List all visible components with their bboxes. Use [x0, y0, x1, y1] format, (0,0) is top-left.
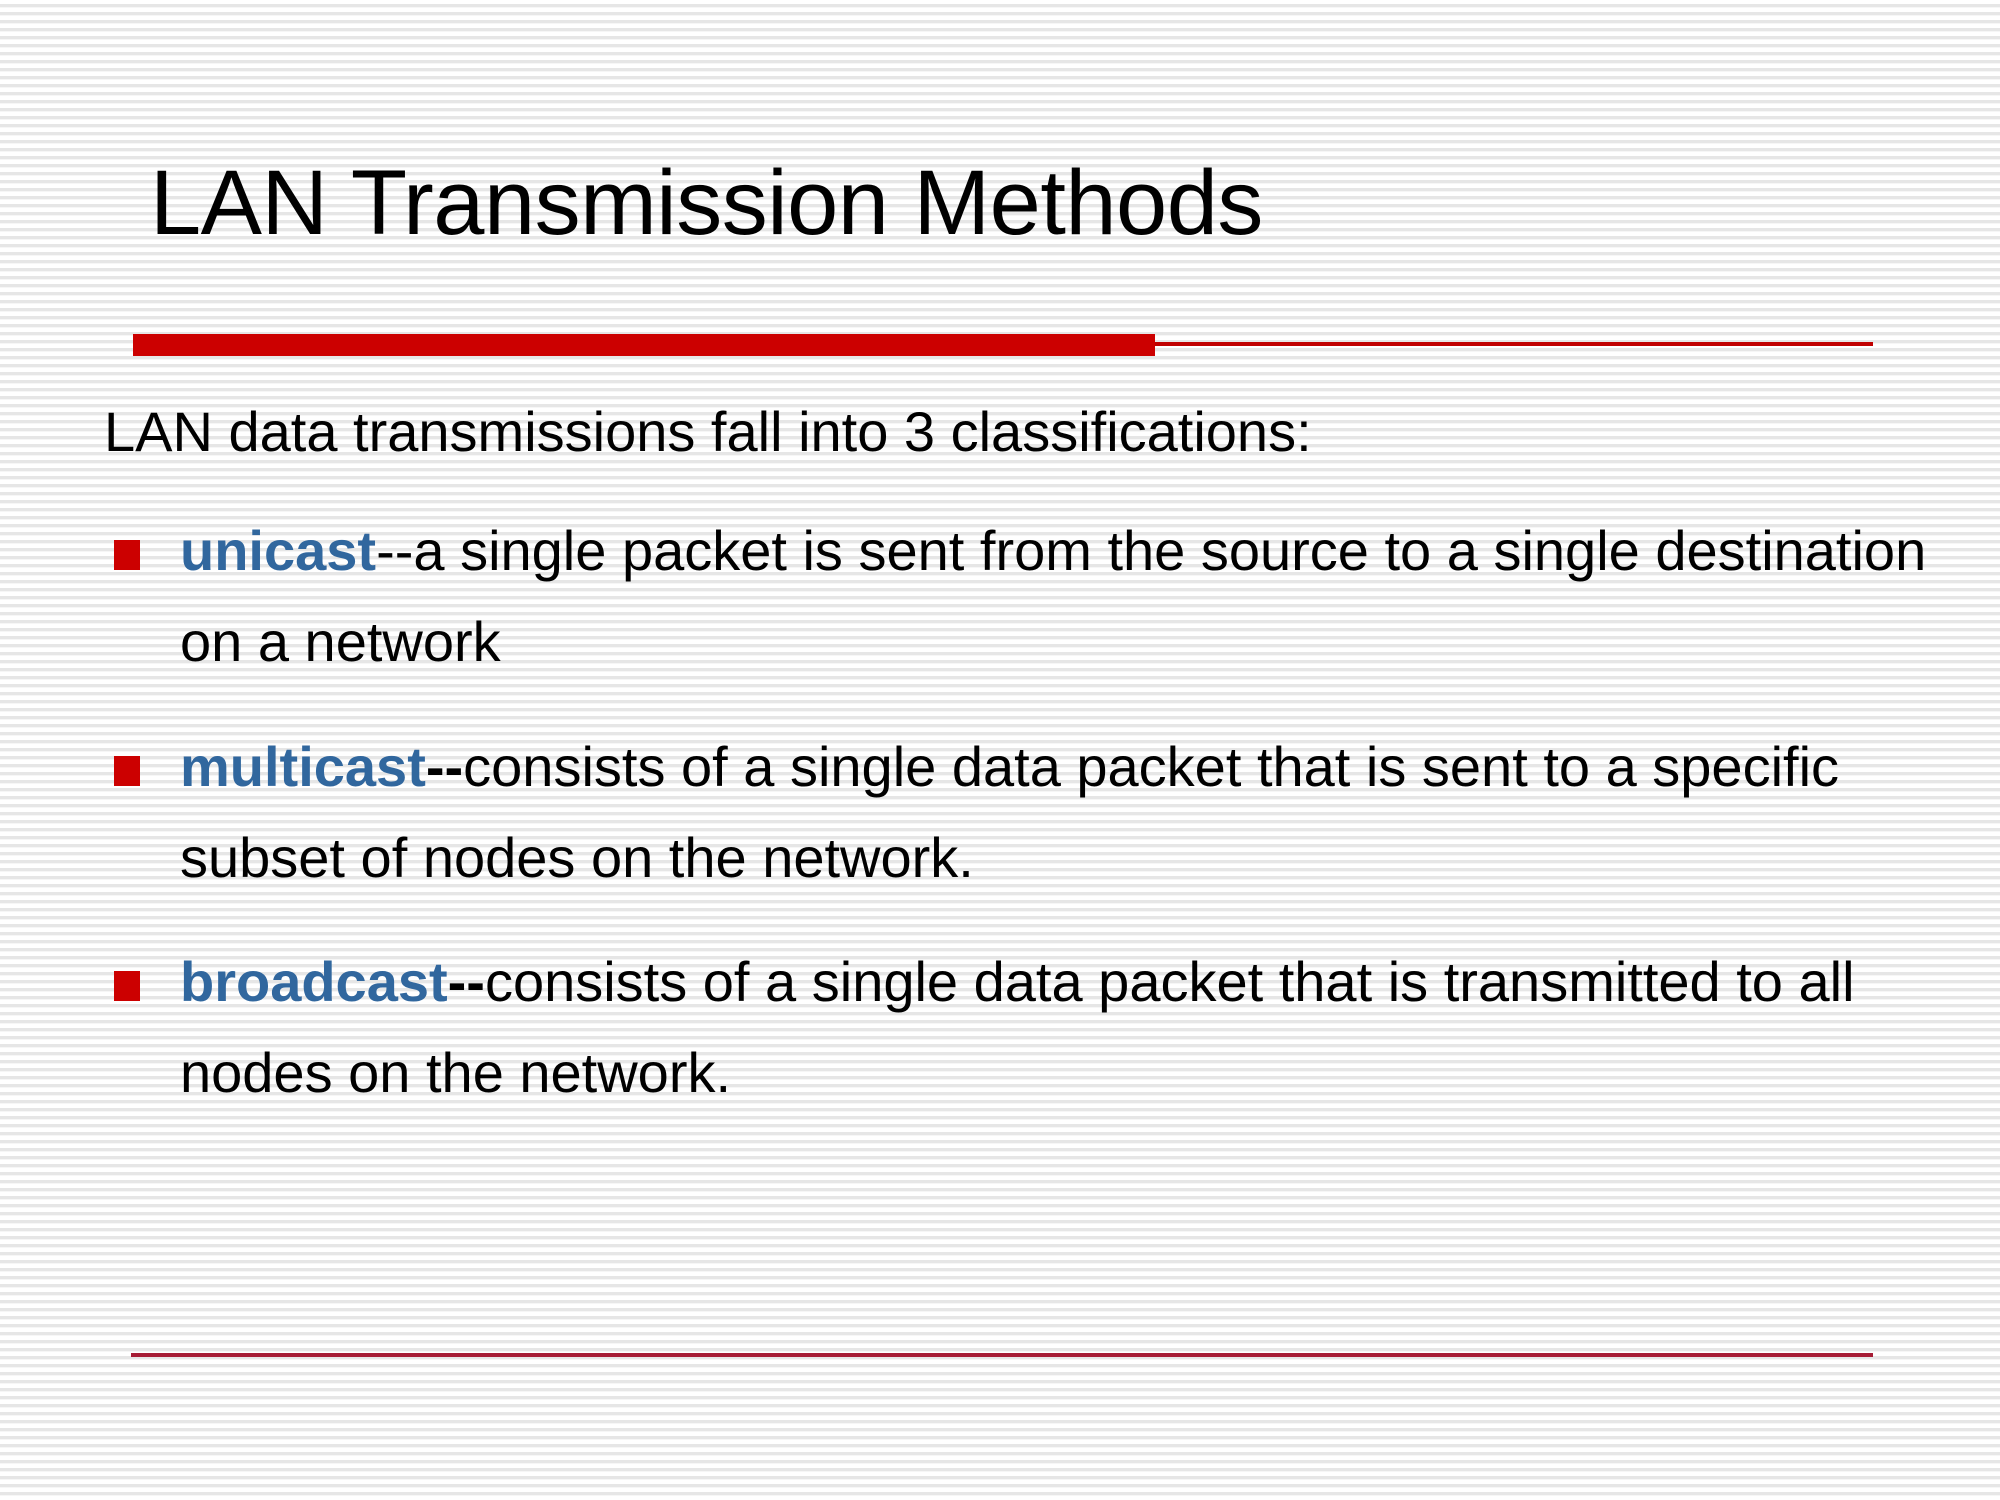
list-item: multicast--consists of a single data pac…: [104, 722, 1944, 903]
footer-divider: [131, 1353, 1873, 1357]
bullet-description: consists of a single data packet that is…: [180, 950, 1855, 1104]
bullet-term: broadcast: [180, 950, 448, 1014]
bullet-description: consists of a single data packet that is…: [180, 734, 1840, 889]
list-item: broadcast--consists of a single data pac…: [104, 937, 1944, 1118]
bullet-term: unicast: [180, 519, 377, 583]
page-title: LAN Transmission Methods: [150, 152, 1263, 254]
bullet-list: unicast--a single packet is sent from th…: [104, 506, 1944, 1118]
bullet-dashes: --: [447, 950, 485, 1014]
title-divider-thick-bar: [133, 334, 1155, 356]
title-block: LAN Transmission Methods: [150, 155, 1910, 252]
body-block: LAN data transmissions fall into 3 class…: [104, 400, 1944, 1119]
bullet-dashes: --: [425, 734, 464, 798]
square-bullet-icon: [114, 540, 140, 571]
square-bullet-icon: [114, 971, 140, 1002]
bullet-dashes: --: [376, 519, 414, 583]
square-bullet-icon: [114, 755, 140, 786]
list-item: unicast--a single packet is sent from th…: [104, 506, 1944, 687]
intro-text: LAN data transmissions fall into 3 class…: [104, 400, 1312, 463]
bullet-term: multicast: [180, 734, 426, 798]
title-divider: [133, 334, 1873, 356]
bullet-description: a single packet is sent from the source …: [180, 519, 1927, 674]
